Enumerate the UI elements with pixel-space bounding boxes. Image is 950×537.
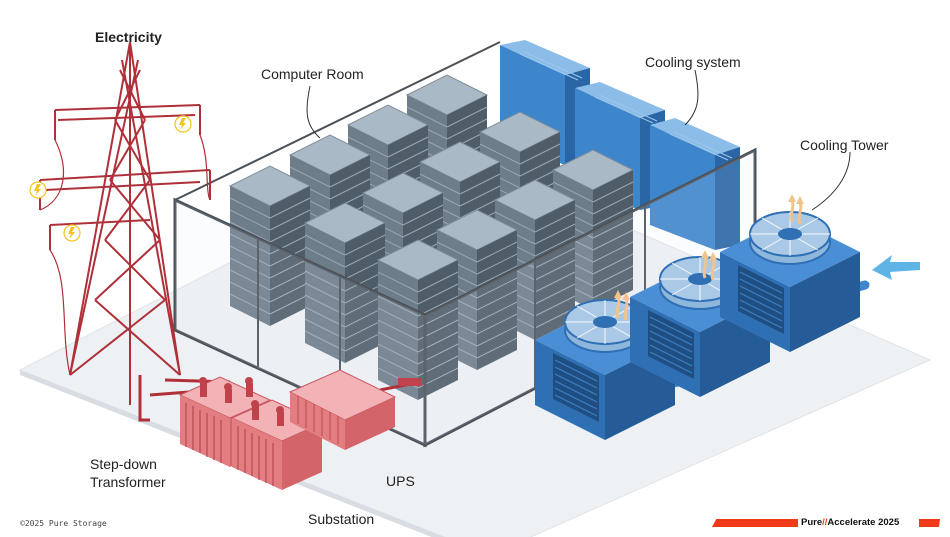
brand-event: Accelerate 2025	[827, 517, 900, 528]
ups-connector	[398, 378, 422, 386]
callout-lines	[306, 69, 851, 211]
label-step-down: Step-down	[90, 456, 157, 472]
copyright-text: ©2025 Pure Storage	[20, 519, 107, 528]
airflow-arrow-icon	[872, 255, 920, 280]
brand-bar-left	[712, 519, 798, 527]
lightning-bolt-icon	[63, 224, 81, 242]
label-substation: Substation	[308, 511, 375, 527]
transmission-tower	[39, 41, 211, 405]
label-electricity: Electricity	[95, 29, 162, 45]
label-ups: UPS	[386, 473, 415, 489]
lightning-bolt-icon	[174, 115, 192, 133]
brand-pure: Pure	[801, 517, 823, 528]
ups-unit	[288, 369, 397, 450]
lightning-bolt-icon	[29, 181, 47, 199]
brand-logo: Pure//Accelerate 2025	[712, 517, 940, 529]
label-cooling-system: Cooling system	[645, 54, 741, 70]
label-cooling-tower: Cooling Tower	[800, 137, 889, 153]
brand-text: Pure//Accelerate 2025	[801, 517, 899, 528]
brand-slash: //	[822, 517, 828, 528]
label-computer-room: Computer Room	[261, 66, 364, 82]
brand-bar-right	[919, 519, 940, 527]
label-transformer: Transformer	[90, 474, 166, 490]
